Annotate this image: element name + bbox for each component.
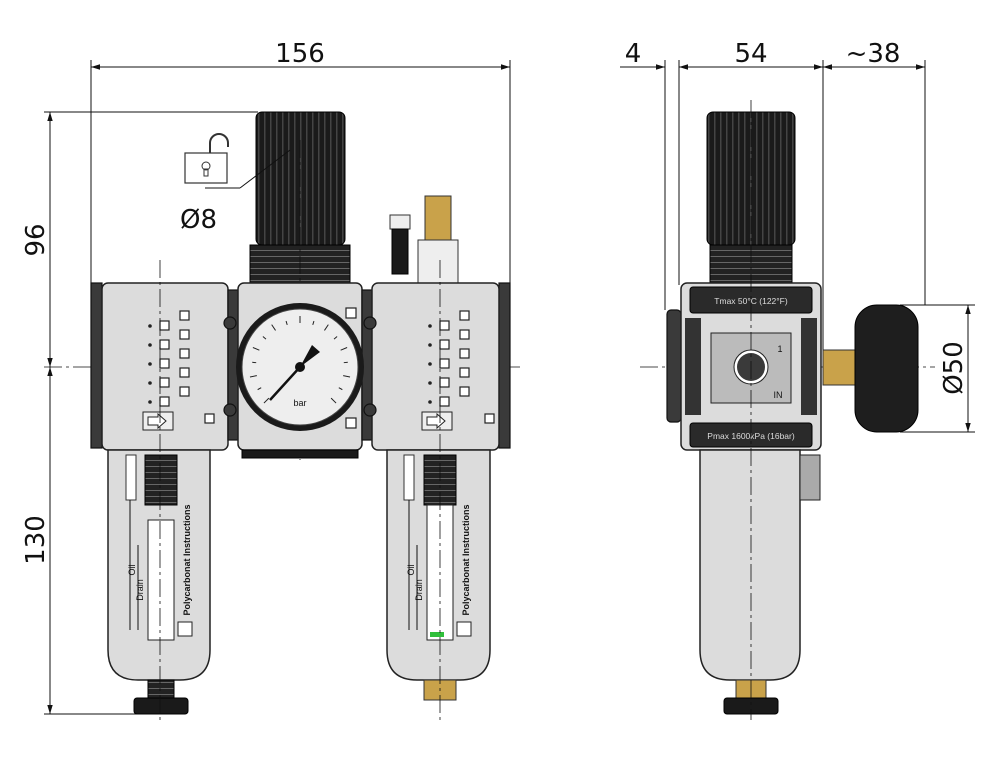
indicator-dot	[148, 343, 152, 347]
flow-arrow-icon	[142, 411, 174, 431]
dim-gauge-diameter-50: Ø50	[939, 341, 969, 395]
gauge-tick	[263, 397, 270, 404]
indicator-dot	[428, 381, 432, 385]
dim-height-96: 96	[21, 223, 51, 256]
indicator-square	[204, 413, 215, 424]
indicator-square	[179, 329, 190, 340]
indicator-square	[159, 320, 170, 331]
indicator-dot	[428, 343, 432, 347]
dim-width-156: 156	[275, 39, 325, 69]
indicator-dot	[148, 324, 152, 328]
indicator-square	[459, 310, 470, 321]
indicator-dot	[428, 400, 432, 404]
indicator-dot	[148, 381, 152, 385]
dim-lock-diameter: Ø8	[180, 205, 217, 235]
gauge-tick	[312, 320, 315, 326]
indicator-square	[439, 320, 450, 331]
regulator-knob	[255, 111, 346, 246]
gauge-tick	[333, 336, 338, 340]
gauge-tick	[285, 320, 288, 326]
pressure-gauge: bar	[236, 303, 364, 431]
side-dimensions: 4 54 ~38 Ø50	[620, 39, 975, 433]
indicator-square	[179, 367, 190, 378]
gauge-tick	[252, 347, 260, 351]
gauge-tick	[343, 375, 351, 378]
filter-bowl-label: Polycarbonat Instructions	[182, 504, 192, 615]
indicator-square	[179, 348, 190, 359]
filter-oil-mark: Oil	[127, 565, 137, 576]
dim-height-130: 130	[21, 515, 51, 565]
indicator-square	[439, 377, 450, 388]
indicator-square	[459, 367, 470, 378]
gauge-tick	[340, 347, 348, 351]
lubricator-fill-plug	[424, 195, 452, 241]
side-view-frl-unit: Tmax 50°C (122°F) Pmax 1600kPa (16bar) 1…	[666, 100, 919, 720]
indicator-square	[159, 358, 170, 369]
gauge-tick	[271, 324, 276, 331]
front-view-frl-unit: Ø8	[90, 111, 511, 720]
gauge-tick	[249, 375, 257, 378]
dim-gauge-offset-38: ~38	[846, 39, 901, 69]
side-end-plate	[666, 309, 682, 423]
indicator-square	[179, 386, 190, 397]
filter-indicator-grid	[148, 310, 215, 424]
indicator-square	[159, 339, 170, 350]
indicator-square	[439, 396, 450, 407]
gauge-tick	[257, 387, 262, 391]
lubricator-oil-mark: Oil	[406, 565, 416, 576]
end-plate-right	[498, 282, 511, 449]
lubricator-indicator-grid	[428, 310, 495, 424]
indicator-square	[179, 310, 190, 321]
indicator-square	[484, 413, 495, 424]
gauge-tick	[324, 324, 329, 331]
lubricator-drain-mark: Drain	[414, 579, 424, 601]
gauge-tick	[330, 397, 337, 404]
indicator-dot	[148, 362, 152, 366]
indicator-square	[459, 329, 470, 340]
filter-drain-valve	[147, 679, 175, 699]
dim-plate-4: 4	[625, 39, 642, 69]
end-plate-left	[90, 282, 103, 449]
indicator-square	[159, 396, 170, 407]
gauge-unit-label: bar	[293, 398, 306, 408]
filter-bowl: Oil Drain Polycarbonat Instructions	[107, 449, 211, 715]
manual-icon	[177, 621, 193, 637]
gauge-tick	[338, 387, 343, 391]
side-bowl	[699, 449, 801, 681]
indicator-square	[159, 377, 170, 388]
indicator-dot	[148, 400, 152, 404]
side-pressure-gauge	[854, 304, 919, 433]
port-number: 1	[777, 344, 782, 354]
dim-body-54: 54	[734, 39, 767, 69]
indicator-square	[439, 339, 450, 350]
manual-icon	[456, 621, 472, 637]
gauge-brass-fitting	[822, 349, 856, 386]
filter-drain-mark: Drain	[135, 579, 145, 601]
lubricator-bowl-label: Polycarbonat Instructions	[461, 504, 471, 615]
indicator-dot	[428, 324, 432, 328]
gauge-tick	[262, 336, 267, 340]
lubricator-vent-cap	[389, 214, 411, 230]
indicator-square	[439, 358, 450, 369]
front-dimensions: 156 96 130	[21, 39, 520, 715]
flow-arrow-icon	[421, 411, 453, 431]
lubricator-bowl: Oil Drain Polycarbonat Instructions	[386, 449, 491, 701]
indicator-square	[459, 386, 470, 397]
indicator-dot	[428, 362, 432, 366]
indicator-square	[459, 348, 470, 359]
temp-label: Tmax 50°C (122°F)	[714, 296, 788, 306]
lock-open-icon	[184, 133, 229, 184]
port-in-label: IN	[774, 390, 783, 400]
